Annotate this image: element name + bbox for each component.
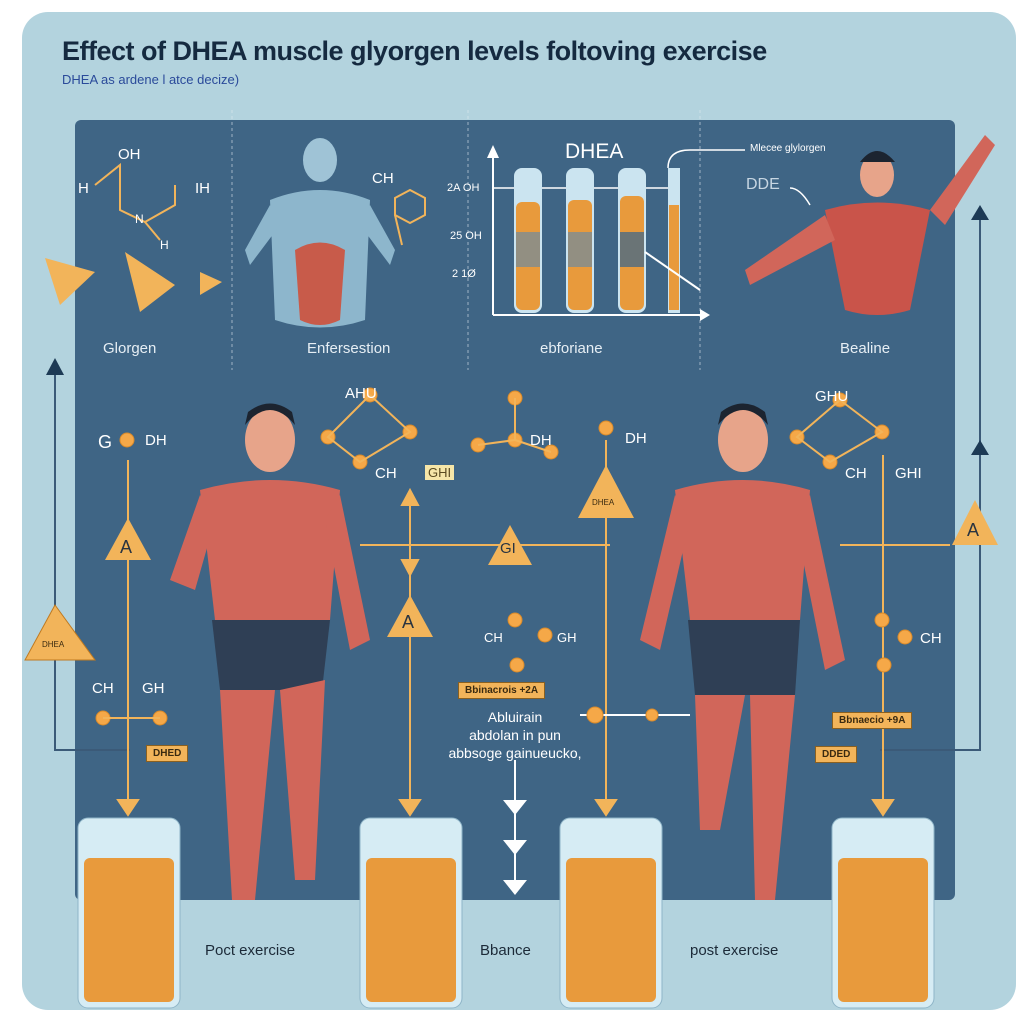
atom-label: AHU (345, 385, 377, 402)
a-triangle-badge (387, 595, 433, 637)
chart-title: DHEA (565, 140, 624, 163)
atom-label: CH (375, 465, 397, 482)
glycogen-jar (559, 817, 663, 1009)
tag-label: DHED (146, 745, 189, 762)
caption-line: abdolan in pun (469, 727, 561, 743)
a-triangle-badge (105, 518, 151, 560)
tag-label: DDED (815, 746, 858, 763)
atom-label: DH (625, 430, 647, 447)
test-tube (566, 168, 594, 313)
atom-label: G (98, 432, 113, 452)
g-badge-label: GI (500, 540, 516, 557)
page-subtitle: DHEA as ardene l atce decize) (62, 72, 240, 87)
atom-label: IH (195, 180, 210, 197)
bottom-label-post-exercise: Poct exercise (205, 942, 296, 959)
tag-label: Bbnaecio +9A (832, 712, 913, 729)
caption-line: Abluirain (487, 709, 543, 725)
bottom-label-post-exercise-2: post exercise (690, 942, 779, 959)
section-label-enfersestion: Enfersestion (307, 340, 391, 357)
atom-label: DH (145, 432, 167, 449)
dde-label: DDE (746, 176, 780, 193)
arrow-up-icon (971, 205, 989, 220)
caption-line: abbsoge gainueucko, (448, 745, 582, 761)
y-tick: 2 1Ø (452, 268, 476, 280)
atom-label: CH (92, 680, 114, 697)
atom-label: GHU (815, 388, 849, 405)
a-badge-label: A (402, 612, 415, 632)
g-triangle-badge (488, 525, 532, 565)
athlete-left-illustration (170, 403, 370, 900)
atom-label: DH (530, 432, 552, 449)
atom-label: CH (920, 630, 942, 647)
test-tube (668, 168, 680, 313)
atom-label: GH (557, 630, 577, 645)
test-tube (618, 168, 646, 313)
a-badge-label: A (120, 537, 133, 557)
atom-label: GH (142, 680, 165, 697)
atom-label: H (160, 238, 169, 252)
section-label-glycogen: Glorgen (103, 340, 157, 357)
warning-triangle-left (24, 604, 96, 661)
athlete-right-illustration (640, 403, 845, 900)
atom-label: CH (372, 170, 394, 187)
bottom-label-balance: Bbance (480, 942, 531, 959)
atom-label: GHI (895, 465, 922, 482)
caption-text: Abluirain abdolan in pun abbsoge gainueu… (440, 708, 590, 762)
atom-label: H (78, 180, 89, 197)
flexing-man-illustration (745, 135, 995, 315)
chart-callout: Mlecee glylorgen (750, 143, 826, 154)
atom-label: OH (118, 146, 141, 163)
page-title: Effect of DHEA muscle glyorgen levels fo… (62, 36, 767, 66)
warning-label: DHEA (592, 498, 615, 507)
section-label-ebforiane: ebforiane (540, 340, 603, 357)
a-badge-label: A (967, 520, 980, 540)
atom-label: GHI (425, 465, 455, 480)
tag-label: Bbinacrois +2A (458, 682, 546, 699)
arrow-up-icon (46, 358, 64, 375)
test-tube-chart (487, 145, 811, 321)
test-tube (514, 168, 542, 313)
anatomy-torso-illustration (245, 138, 395, 328)
warning-triangle (578, 465, 634, 518)
glycogen-jar (831, 817, 935, 1009)
glycogen-jar (77, 817, 181, 1009)
y-tick: 2A OH (447, 182, 480, 194)
triangle-icon (125, 252, 175, 312)
section-label-bealine: Bealine (840, 340, 891, 357)
atom-label: CH (845, 465, 867, 482)
triangle-icon (45, 258, 95, 305)
atom-label: CH (484, 630, 503, 645)
glycogen-jar (359, 817, 463, 1009)
warning-label: DHEA (42, 640, 65, 649)
a-triangle-badge (952, 500, 998, 545)
y-tick: 25 OH (450, 230, 482, 242)
atom-label: N (135, 212, 144, 226)
